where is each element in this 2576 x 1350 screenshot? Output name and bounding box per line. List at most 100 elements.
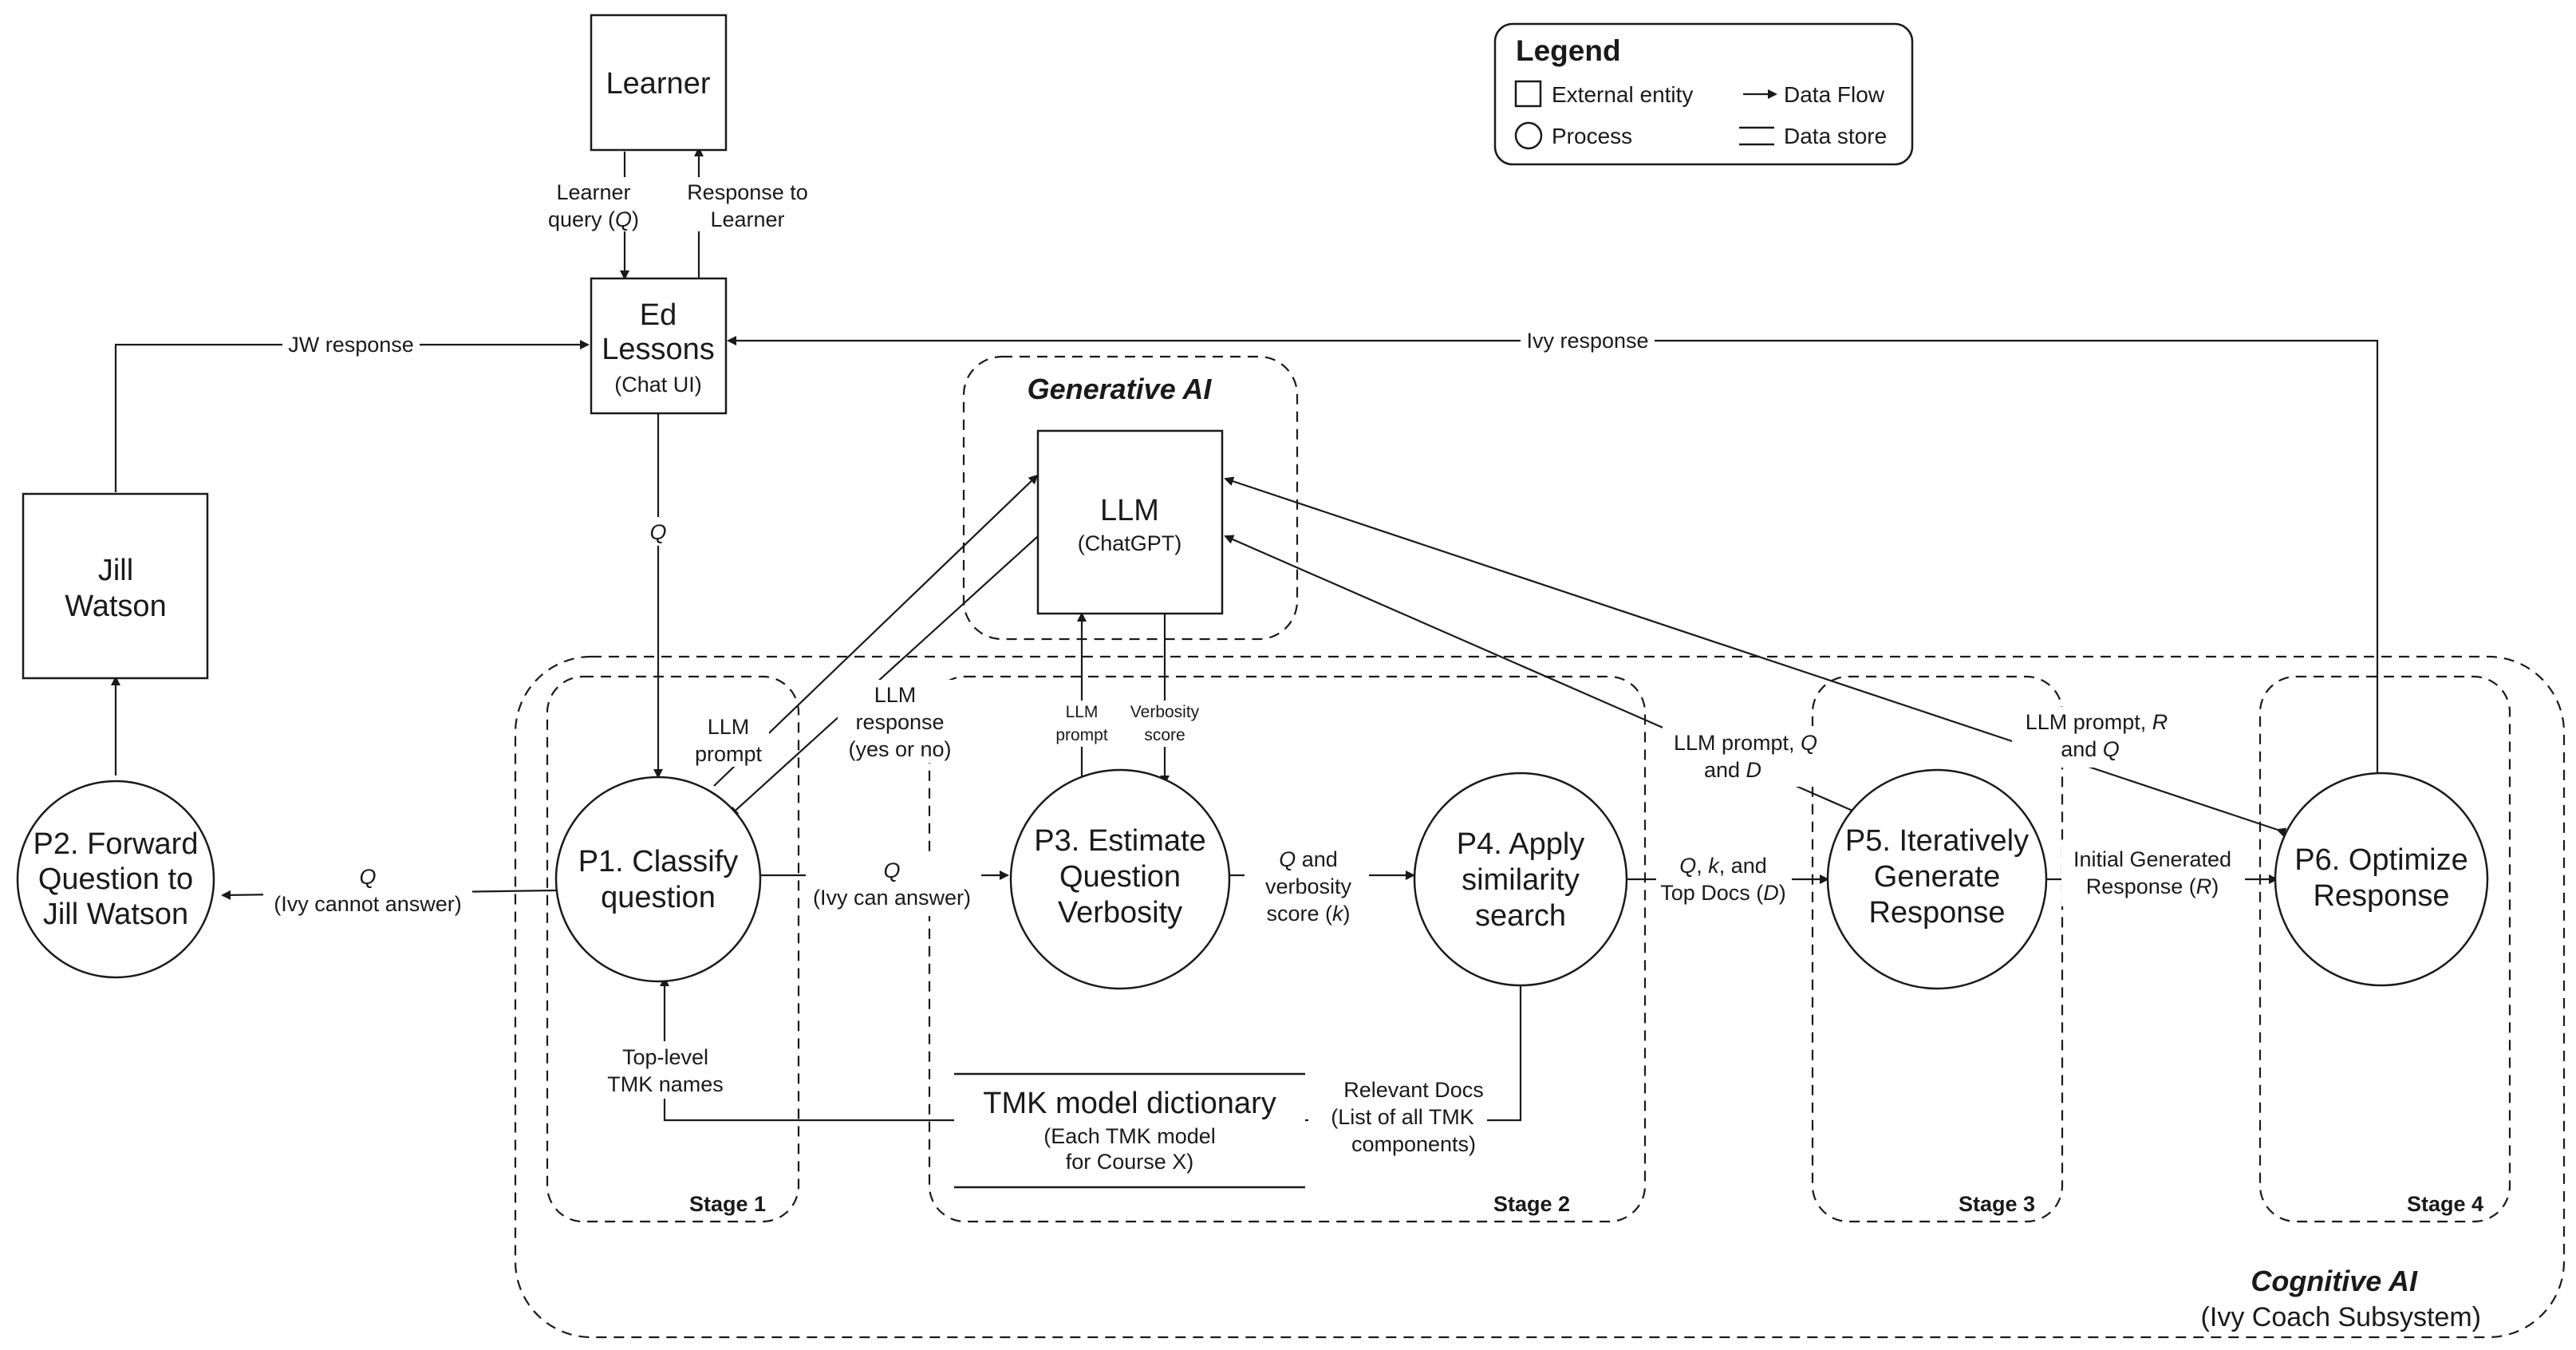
label-response-to-learner: Response to Learner bbox=[680, 177, 815, 231]
svg-text:(yes or no): (yes or no) bbox=[848, 737, 951, 761]
svg-text:JW response: JW response bbox=[288, 333, 414, 357]
process-p3: P3. Estimate Question Verbosity bbox=[1009, 768, 1231, 990]
llm-label: LLM bbox=[1100, 494, 1159, 527]
svg-text:Response to: Response to bbox=[687, 180, 808, 204]
svg-text:(List of all TMK: (List of all TMK bbox=[1331, 1105, 1474, 1129]
llm-sub: (ChatGPT) bbox=[1078, 531, 1182, 555]
flow-llm-response-p1 bbox=[728, 536, 1038, 817]
legend-process-icon bbox=[1514, 121, 1543, 150]
svg-text:and D: and D bbox=[1704, 758, 1761, 782]
label-q-and-verbosity: Q and verbosity score (k) bbox=[1245, 846, 1369, 935]
learner-label: Learner bbox=[606, 67, 711, 101]
p2-line-3: Jill Watson bbox=[43, 898, 188, 931]
label-learner-query: Learner query (Q) bbox=[548, 177, 649, 231]
jill-watson-line-2: Watson bbox=[65, 590, 166, 623]
tmk-data-store: TMK model dictionary (Each TMK model for… bbox=[954, 1072, 1305, 1189]
svg-text:verbosity: verbosity bbox=[1265, 874, 1352, 898]
stage-3-label: Stage 3 bbox=[1959, 1192, 2035, 1216]
svg-text:prompt: prompt bbox=[695, 742, 763, 766]
ed-lessons-sub: (Chat UI) bbox=[614, 373, 702, 397]
label-relevant-docs: Relevant Docs (List of all TMK component… bbox=[1308, 1074, 1487, 1162]
svg-text:LLM: LLM bbox=[708, 715, 750, 739]
svg-text:Q, k, and: Q, k, and bbox=[1679, 854, 1767, 878]
process-p4: P4. Apply similarity search bbox=[1413, 772, 1628, 987]
label-top-level-tmk: Top-level TMK names bbox=[600, 1041, 731, 1099]
svg-text:LLM prompt, R: LLM prompt, R bbox=[2026, 710, 2168, 734]
svg-text:Top-level: Top-level bbox=[622, 1045, 708, 1069]
p5-line-2: Generate bbox=[1874, 860, 2000, 894]
svg-text:components): components) bbox=[1351, 1132, 1476, 1156]
p1-line-1: P1. Classify bbox=[578, 845, 739, 878]
tmk-store-name: TMK model dictionary bbox=[983, 1087, 1276, 1120]
svg-text:LLM prompt, Q: LLM prompt, Q bbox=[1674, 731, 1817, 755]
label-ivy-cannot-answer: Q (Ivy cannot answer) bbox=[263, 863, 472, 922]
p2-line-2: Question to bbox=[38, 862, 193, 896]
label-llm-response-p1: LLM response (yes or no) bbox=[838, 680, 965, 763]
process-p6: P6. Optimize Response bbox=[2274, 772, 2489, 987]
svg-text:Ivy response: Ivy response bbox=[1526, 329, 1648, 353]
svg-text:score (k): score (k) bbox=[1266, 902, 1350, 926]
svg-text:(Ivy can answer): (Ivy can answer) bbox=[813, 886, 971, 910]
label-jw-response: JW response bbox=[282, 331, 420, 358]
p6-line-2: Response bbox=[2313, 879, 2449, 913]
p4-line-3: search bbox=[1475, 899, 1566, 933]
flow-ivy-response bbox=[727, 336, 2379, 776]
svg-text:Learner: Learner bbox=[556, 180, 630, 204]
tmk-store-sub-1: (Each TMK model bbox=[1043, 1124, 1216, 1148]
label-p6-llm-prompt: LLM prompt, R and Q bbox=[2012, 707, 2180, 768]
label-ivy-response: Ivy response bbox=[1521, 327, 1655, 354]
legend-external-entity-icon bbox=[1514, 80, 1542, 108]
ed-lessons-line-1: Ed bbox=[640, 298, 677, 332]
svg-text:prompt: prompt bbox=[1055, 726, 1108, 744]
legend-process-label: Process bbox=[1552, 124, 1632, 148]
stage-2-label: Stage 2 bbox=[1493, 1192, 1570, 1216]
generative-ai-group bbox=[962, 355, 1299, 641]
p5-line-1: P5. Iteratively bbox=[1845, 824, 2029, 858]
p4-line-1: P4. Apply bbox=[1457, 827, 1585, 861]
p6-line-1: P6. Optimize bbox=[2294, 843, 2468, 877]
p3-line-3: Verbosity bbox=[1058, 896, 1182, 930]
process-p2: P2. Forward Question to Jill Watson bbox=[16, 780, 215, 979]
label-initial-generated: Initial Generated Response (R) bbox=[2061, 844, 2245, 906]
stage-1-group bbox=[546, 675, 800, 1223]
flow-llm-p6 bbox=[1224, 476, 2287, 837]
learner-entity: Learner bbox=[590, 14, 728, 152]
svg-text:Q: Q bbox=[649, 520, 666, 544]
stage-4-group bbox=[2258, 675, 2511, 1223]
svg-text:Verbosity: Verbosity bbox=[1130, 703, 1200, 721]
svg-text:and Q: and Q bbox=[2061, 737, 2120, 761]
legend-data-store-label: Data store bbox=[1784, 124, 1887, 148]
p1-line-2: question bbox=[601, 881, 716, 914]
label-p5-llm-prompt: LLM prompt, Q and D bbox=[1663, 726, 1830, 787]
svg-text:TMK names: TMK names bbox=[607, 1072, 724, 1096]
legend: Legend External entity Process Data Flow… bbox=[1493, 22, 1914, 166]
label-p3-verbosity-score: Verbosity score bbox=[1123, 701, 1206, 747]
stage-4-label: Stage 4 bbox=[2407, 1192, 2483, 1216]
svg-text:query (Q): query (Q) bbox=[548, 207, 639, 231]
label-p1-llm-prompt: LLM prompt bbox=[688, 712, 769, 767]
p2-line-1: P2. Forward bbox=[34, 827, 199, 861]
p3-line-1: P3. Estimate bbox=[1034, 824, 1205, 858]
p5-line-3: Response bbox=[1868, 896, 2005, 930]
cognitive-ai-sublabel: (Ivy Coach Subsystem) bbox=[2201, 1302, 2481, 1332]
process-p5: P5. Iteratively Generate Response bbox=[1826, 768, 2048, 990]
svg-text:Q and: Q and bbox=[1279, 847, 1338, 871]
llm-entity: LLM (ChatGPT) bbox=[1036, 429, 1224, 615]
svg-text:(Ivy cannot answer): (Ivy cannot answer) bbox=[274, 892, 462, 916]
svg-text:Initial Generated: Initial Generated bbox=[2073, 847, 2231, 871]
label-q-to-p1: Q bbox=[646, 517, 670, 546]
cognitive-ai-label: Cognitive AI bbox=[2251, 1265, 2418, 1297]
flow-jw-response bbox=[114, 340, 590, 492]
label-p3-llm-prompt: LLM prompt bbox=[1051, 701, 1112, 747]
label-ivy-can-answer: Q (Ivy can answer) bbox=[806, 857, 981, 916]
legend-external-entity-label: External entity bbox=[1552, 82, 1693, 107]
p3-line-2: Question bbox=[1059, 860, 1181, 894]
svg-text:Q: Q bbox=[359, 865, 376, 889]
svg-text:Q: Q bbox=[883, 859, 900, 882]
svg-text:Response (R): Response (R) bbox=[2086, 874, 2219, 898]
legend-data-flow-label: Data Flow bbox=[1784, 82, 1885, 107]
ed-lessons-line-2: Lessons bbox=[602, 333, 715, 366]
p4-line-2: similarity bbox=[1462, 863, 1580, 897]
svg-text:Relevant Docs: Relevant Docs bbox=[1343, 1078, 1484, 1102]
